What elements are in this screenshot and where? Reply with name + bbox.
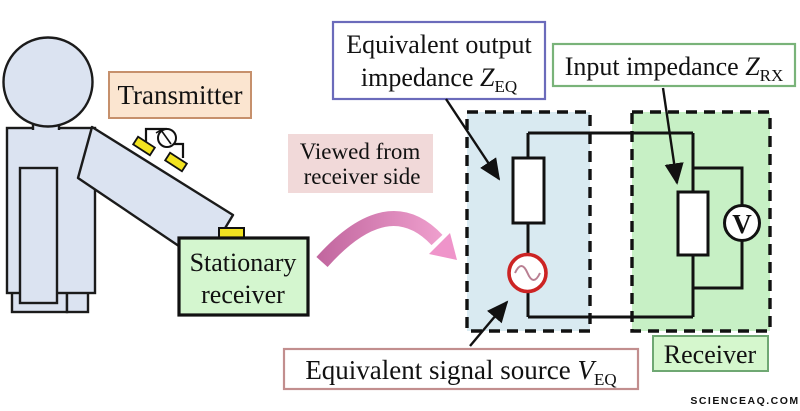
device-dial-needle [155,128,172,145]
watermark: SCIENCEAQ.COM [690,395,799,407]
device-electrode-right [163,151,189,173]
device-left-wire [144,127,167,142]
viewed-from-label: Viewed from receiver side [288,134,433,193]
receiver-label-box: Receiver [652,335,769,372]
output-impedance-label-box: Equivalent output impedance ZEQ [331,20,547,101]
input-impedance-label-box: Input impedance ZRX [551,42,797,88]
transmitter-device [131,127,189,173]
output-impedance-line2: impedance ZEQ [361,63,517,96]
transmitter-label-box: Transmitter [108,71,252,119]
transmitter-label-text: Transmitter [117,80,242,110]
person-figure [2,36,235,314]
stationary-receiver-text-line1: Stationary [190,248,297,277]
device-right-wire [173,142,185,158]
voltmeter-symbol [723,204,761,242]
stationary-receiver-box: Stationary receiver [177,227,310,317]
leader-arrow-zeq [444,98,501,181]
wire-voltmeter-branch [693,166,744,290]
equivalent-circuit: V [465,110,772,333]
signal-source-sine [514,265,541,281]
impedance-zrx-resistor [676,190,710,257]
viewed-from-text-line2: receiver side [304,164,421,189]
leader-arrow-veq [469,300,509,347]
device-electrode-left [131,135,157,157]
leader-arrow-zrx [661,87,684,185]
stationary-receiver-text-line2: receiver [201,280,285,309]
input-impedance-text: Input impedance ZRX [565,52,784,85]
viewed-from-text-line1: Viewed from [300,139,421,164]
stationary-receiver-body [177,236,310,317]
pink-curved-arrow [316,211,457,268]
signal-source-label-box: Equivalent signal source VEQ [282,347,640,391]
pink-arrowhead [429,233,457,260]
impedance-zeq-resistor [511,156,546,225]
receiver-label-text: Receiver [664,340,757,369]
person-legs [18,166,59,305]
person-head [2,36,94,128]
voltmeter-letter: V [732,209,752,239]
output-impedance-line1: Equivalent output [346,30,532,59]
signal-source-text: Equivalent signal source VEQ [305,355,616,389]
